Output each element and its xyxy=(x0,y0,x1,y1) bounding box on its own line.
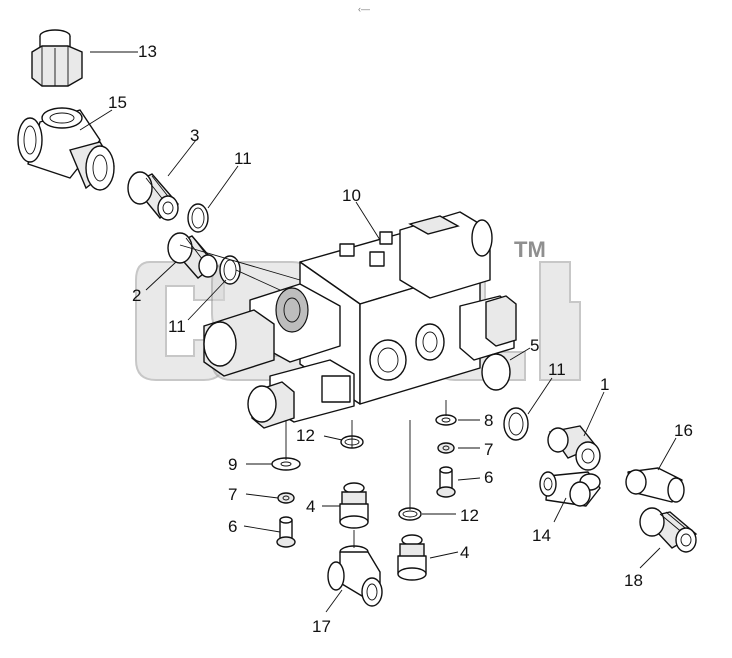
part-2-adapter xyxy=(167,232,218,279)
part-11-o-ring-middle xyxy=(219,255,241,285)
callout-numbers: 13 15 3 11 10 2 11 5 11 1 16 8 12 7 9 6 … xyxy=(108,42,693,636)
part-8-washer-right xyxy=(435,414,457,426)
callout-4-right: 4 xyxy=(460,543,469,562)
callout-9: 9 xyxy=(228,455,237,474)
callout-5: 5 xyxy=(530,336,539,355)
callout-11-middle: 11 xyxy=(168,317,186,336)
part-4-union-right xyxy=(397,534,427,581)
part-18-fitting xyxy=(639,507,698,553)
part-13-cap-nut xyxy=(31,29,83,87)
part-6-screw-right xyxy=(436,466,456,498)
callout-2: 2 xyxy=(132,286,141,305)
part-10-valve-block xyxy=(203,211,517,429)
watermark-tm-mark: TM xyxy=(514,237,546,262)
callout-16: 16 xyxy=(674,421,693,440)
part-14-tee-fitting xyxy=(539,471,601,507)
callout-7-right: 7 xyxy=(484,440,493,459)
callout-12-upper: 12 xyxy=(296,426,315,445)
header-mark: ‹— xyxy=(358,4,370,14)
part-7-washer-right xyxy=(437,442,455,454)
callout-8: 8 xyxy=(484,411,493,430)
part-6-screw-left xyxy=(276,516,296,548)
part-5-plug xyxy=(481,353,511,391)
callout-10: 10 xyxy=(342,186,361,205)
part-11-o-ring-upper xyxy=(187,203,209,233)
part-1-fitting xyxy=(547,425,601,471)
part-4-union-left xyxy=(339,482,369,529)
callout-1: 1 xyxy=(600,375,609,394)
callout-18: 18 xyxy=(624,571,643,590)
assembly-center-lines xyxy=(179,244,447,548)
part-16-elbow-fitting xyxy=(625,467,685,503)
callout-3: 3 xyxy=(190,126,199,145)
callout-4-left: 4 xyxy=(306,497,315,516)
part-3-adapter xyxy=(127,171,180,221)
callout-13: 13 xyxy=(138,42,157,61)
leader-lines xyxy=(79,51,677,613)
part-17-tee-fitting xyxy=(327,545,383,607)
callout-6-left: 6 xyxy=(228,517,237,536)
part-11-o-ring-right xyxy=(503,407,529,441)
callout-14: 14 xyxy=(532,526,551,545)
callout-17: 17 xyxy=(312,617,331,636)
callout-12-lower: 12 xyxy=(460,506,479,525)
callout-15: 15 xyxy=(108,93,127,112)
part-15-tee-fitting xyxy=(17,107,115,191)
callout-11-upper: 11 xyxy=(234,149,252,168)
callout-6-right: 6 xyxy=(484,468,493,487)
callout-11-right: 11 xyxy=(548,360,566,379)
part-7-washer-left xyxy=(277,492,295,504)
callout-7-left: 7 xyxy=(228,485,237,504)
